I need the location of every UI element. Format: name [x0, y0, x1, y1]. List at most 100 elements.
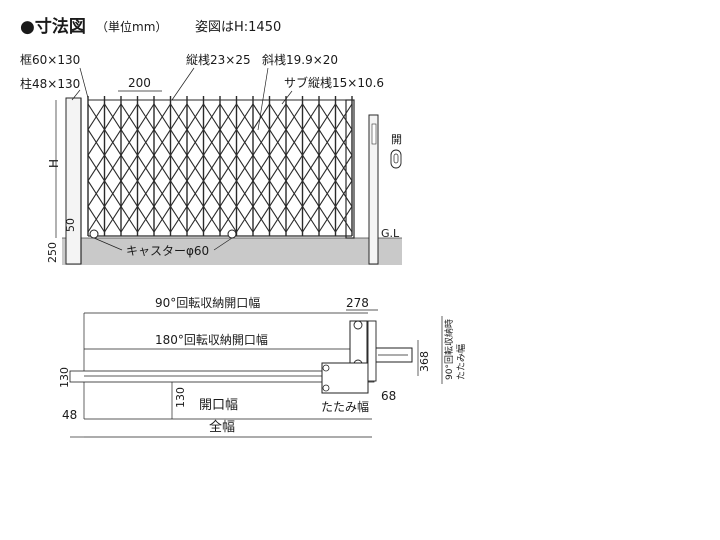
- diagonal-bar: [269, 129, 287, 156]
- diagonal-bar: [137, 129, 155, 156]
- diagonal-bar: [285, 129, 303, 156]
- diagonal-bar: [302, 103, 320, 130]
- lock-handle: [390, 149, 402, 169]
- diagonal-bar: [87, 180, 105, 207]
- open-label: 開: [391, 133, 402, 146]
- diagonal-bar: [137, 103, 155, 130]
- diagonal-bar: [269, 180, 287, 207]
- label-rot90: 90°回転収納開口幅: [155, 295, 260, 310]
- diagonal-bar: [186, 206, 204, 233]
- diagonal-bar: [269, 206, 287, 233]
- diagonal-bar: [203, 103, 221, 130]
- fixed-post-left: [65, 97, 82, 265]
- label-total-width: 全幅: [209, 419, 235, 435]
- label-130-left: 130: [58, 367, 71, 388]
- elevation-view: 開 框60×130 柱48×130 200 縦桟23×25 斜桟19.9×20 …: [20, 53, 402, 265]
- drawing-title: ●寸法図: [20, 16, 86, 37]
- diagonal-bar: [137, 180, 155, 207]
- diagonal-bar: [335, 129, 353, 156]
- diagonal-bar: [252, 180, 270, 207]
- diagonal-bar: [120, 180, 138, 207]
- label-post: 柱48×130: [20, 76, 80, 91]
- label-caster: キャスターφ60: [126, 244, 209, 258]
- diagonal-bar: [153, 206, 171, 233]
- diagonal-bar: [318, 180, 336, 207]
- diagonal-bar: [170, 180, 188, 207]
- diagonal-bar: [203, 129, 221, 156]
- diagonal-bar: [335, 103, 353, 130]
- diagonal-bar: [318, 103, 336, 130]
- label-pitch: 200: [128, 76, 151, 90]
- diagonal-bar: [302, 180, 320, 207]
- diagonal-bar: [120, 129, 138, 156]
- label-130-mid: 130: [174, 387, 187, 408]
- diagonal-bar: [87, 129, 105, 156]
- label-vertical-bar: 縦桟23×25: [186, 53, 251, 67]
- diagonal-bar: [285, 206, 303, 233]
- diagonal-bar: [219, 129, 237, 156]
- label-clearance: 50: [64, 218, 77, 232]
- diagonal-bar: [104, 154, 122, 182]
- diagonal-bar: [120, 154, 138, 182]
- diagonal-bar: [203, 154, 221, 182]
- caster-left: [89, 229, 99, 239]
- diagonal-bar: [318, 206, 336, 233]
- figure-note: 姿図はH:1450: [195, 19, 281, 35]
- label-height: H: [47, 159, 61, 168]
- gate-lattice: [87, 96, 353, 237]
- diagonal-bar: [236, 154, 254, 182]
- plan-view: 90°回転収納開口幅 278 180°回転収納開口幅 368 90°回転収納時 …: [58, 295, 467, 438]
- diagonal-bar: [318, 154, 336, 182]
- label-foundation: 250: [46, 242, 59, 263]
- diagonal-bar: [170, 103, 188, 130]
- unit-label: （単位mm）: [96, 19, 167, 34]
- diagonal-bar: [203, 206, 221, 233]
- label-rot90-folded-2: たたみ幅: [455, 344, 467, 380]
- diagonal-bar: [335, 180, 353, 207]
- label-ground-line: G.L: [381, 227, 400, 240]
- diagonal-bar: [302, 206, 320, 233]
- label-frame: 框60×130: [20, 53, 80, 67]
- label-278: 278: [346, 296, 369, 310]
- label-opening-width: 開口幅: [199, 398, 238, 413]
- label-368: 368: [418, 351, 431, 372]
- diagonal-bar: [219, 154, 237, 182]
- diagonal-bar: [219, 206, 237, 233]
- label-68: 68: [381, 389, 396, 403]
- diagonal-bar: [104, 180, 122, 207]
- diagonal-bar: [236, 103, 254, 130]
- diagonal-bar: [252, 129, 270, 156]
- diagonal-bar: [252, 206, 270, 233]
- diagonal-bar: [87, 103, 105, 130]
- diagonal-bar: [170, 154, 188, 182]
- label-diagonal-bar: 斜桟19.9×20: [262, 53, 338, 67]
- diagonal-bar: [285, 180, 303, 207]
- diagonal-bar: [335, 206, 353, 233]
- diagonal-bar: [186, 154, 204, 182]
- gate-end-frame: [345, 99, 355, 239]
- diagonal-bar: [186, 103, 204, 130]
- diagonal-bar: [236, 129, 254, 156]
- diagonal-bar: [153, 154, 171, 182]
- diagonal-bar: [186, 180, 204, 207]
- stored-gate-90: [349, 320, 368, 370]
- diagonal-bar: [153, 180, 171, 207]
- diagonal-bar: [219, 103, 237, 130]
- diagonal-bar: [104, 129, 122, 156]
- label-rot180: 180°回転収納開口幅: [155, 332, 268, 347]
- diagonal-bar: [203, 180, 221, 207]
- diagonal-bar: [335, 154, 353, 182]
- diagonal-bar: [104, 103, 122, 130]
- diagonal-bar: [302, 154, 320, 182]
- diagonal-bar: [318, 129, 336, 156]
- diagonal-bar: [87, 206, 105, 233]
- receiving-post-right: [368, 114, 379, 265]
- diagonal-bar: [170, 129, 188, 156]
- plan-post-right: [367, 320, 377, 382]
- folded-gate: [321, 362, 369, 394]
- label-sub-bar: サブ縦桟15×10.6: [284, 75, 384, 90]
- diagonal-bar: [87, 154, 105, 182]
- diagonal-bar: [269, 154, 287, 182]
- label-folded-width: たたみ幅: [321, 399, 369, 414]
